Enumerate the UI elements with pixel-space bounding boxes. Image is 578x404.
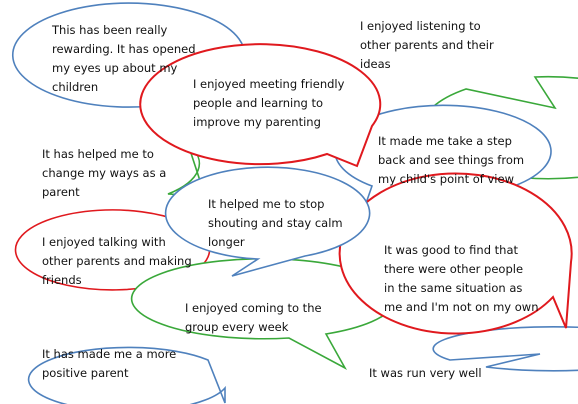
bubble-text-line: longer: [208, 235, 245, 249]
bubble-text-4: It made me take a step back and see thin…: [378, 132, 524, 189]
bubble-text-line: other parents and their: [360, 38, 494, 52]
bubble-text-7: I enjoyed talking with other parents and…: [42, 233, 192, 290]
bubble-text-line: positive parent: [42, 366, 129, 380]
bubble-text-6: It helped me to stop shouting and stay c…: [208, 195, 343, 252]
speech-bubble-3: [139, 43, 382, 168]
bubble-text-3: I enjoyed meeting friendly people and le…: [193, 75, 344, 132]
bubble-text-line: I enjoyed coming to the: [185, 301, 322, 315]
bubble-text-line: my eyes up about my: [52, 61, 178, 75]
bubble-text-line: other parents and making: [42, 254, 192, 268]
bubble-text-line: I enjoyed meeting friendly: [193, 77, 345, 91]
bubble-text-line: It was good to find that: [384, 243, 519, 257]
bubble-text-line: It made me take a step: [378, 134, 512, 148]
bubble-text-line: It has helped me to: [42, 147, 154, 161]
bubble-text-line: back and see things from: [378, 153, 525, 167]
bubble-text-line: It helped me to stop: [208, 197, 325, 211]
bubble-text-line: It has made me a more: [42, 347, 177, 361]
bubble-text-line: I enjoyed talking with: [42, 235, 166, 249]
bubble-text-line: friends: [42, 273, 82, 287]
bubble-text-9: I enjoyed coming to the group every week: [185, 299, 322, 337]
bubble-text-line: shouting and stay calm: [208, 216, 343, 230]
bubble-text-line: It was run very well: [369, 366, 482, 380]
bubble-text-8: It was good to find that there were othe…: [384, 241, 539, 317]
bubble-text-line: I enjoyed listening to: [360, 19, 481, 33]
bubble-text-line: This has been really: [52, 23, 168, 37]
bubble-text-line: children: [52, 80, 99, 94]
bubble-text-5: It has helped me to change my ways as a …: [42, 145, 166, 202]
speech-bubble-11: [432, 325, 578, 372]
bubble-text-line: ideas: [360, 57, 391, 71]
bubble-text-line: parent: [42, 185, 80, 199]
bubble-text-10: It has made me a more positive parent: [42, 345, 176, 383]
bubble-text-line: my child's point of view: [378, 172, 514, 186]
bubble-text-1: This has been really rewarding. It has o…: [52, 21, 196, 97]
speech-bubble-10: [27, 346, 226, 404]
bubble-text-11: It was run very well: [369, 364, 482, 383]
bubble-text-line: group every week: [185, 320, 289, 334]
bubble-text-line: there were other people: [384, 262, 524, 276]
speech-bubble-6: [164, 166, 371, 277]
bubble-text-line: people and learning to: [193, 96, 324, 110]
bubble-text-line: improve my parenting: [193, 115, 321, 129]
bubble-text-2: I enjoyed listening to other parents and…: [360, 17, 494, 74]
bubble-text-line: in the same situation as: [384, 281, 523, 295]
bubble-text-line: rewarding. It has opened: [52, 42, 196, 56]
bubble-text-line: change my ways as a: [42, 166, 167, 180]
bubble-text-line: me and I'm not on my own: [384, 300, 539, 314]
